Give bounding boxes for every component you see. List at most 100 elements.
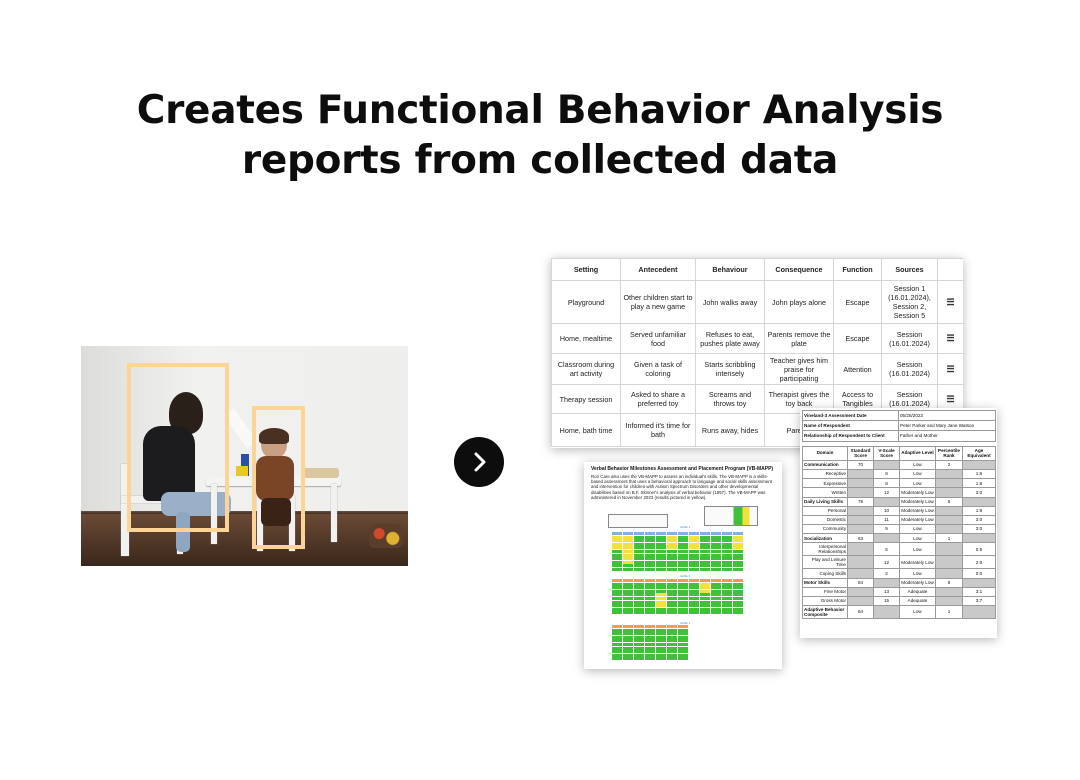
table-cell: Moderately Low (899, 496, 936, 507)
table-cell (962, 577, 996, 588)
table-cell: 11 (873, 514, 900, 526)
table-cell: Teacher gives him praise for participati… (764, 353, 834, 385)
vbmapp-column (634, 625, 644, 661)
column-header: Percentile Rank (935, 445, 963, 461)
column-header: Sources (881, 258, 938, 281)
table-cell: Communication (802, 459, 848, 470)
vbmapp-title: Verbal Behavior Milestones Assessment an… (591, 466, 774, 472)
vbmapp-column (678, 532, 688, 571)
table-cell: Screams and throws toy (695, 384, 765, 414)
table-cell: Given a task of coloring (620, 353, 696, 385)
fba-report-card: Setting Antecedent Behaviour Consequence… (551, 258, 963, 448)
vbmapp-column (623, 625, 633, 661)
vbmapp-column (667, 625, 677, 661)
vbmapp-column (645, 532, 655, 571)
table-cell: Low (899, 478, 936, 489)
vbmapp-column (645, 579, 655, 615)
table-cell: Classroom during art activity (551, 353, 621, 385)
vbmapp-legend-table (704, 506, 758, 526)
table-cell: Moderately Low (899, 505, 936, 516)
vbmapp-column (689, 579, 699, 615)
table-cell: Socialization (802, 533, 848, 544)
column-header: Standard Score (847, 445, 874, 461)
vbmapp-column (656, 532, 666, 571)
table-cell (847, 586, 874, 598)
table-cell (873, 496, 900, 507)
table-cell: 1:9 (962, 505, 996, 516)
table-cell: 8 (873, 468, 900, 480)
table-cell (935, 514, 963, 526)
table-cell: 3:1 (962, 586, 996, 598)
table-cell: Attention (833, 353, 882, 385)
table-cell (847, 524, 874, 535)
vbmapp-column (634, 579, 644, 615)
row-menu-icon[interactable]: ☰ (937, 280, 963, 324)
column-header: Function (833, 258, 882, 281)
meta-value: 05/25/2023 (898, 409, 996, 422)
child-detection-box (252, 406, 305, 549)
column-header: Behaviour (695, 258, 765, 281)
table-cell: 1:6 (962, 468, 996, 480)
table-cell: Asked to share a preferred toy (620, 384, 696, 414)
table-cell: Low (899, 459, 936, 470)
table-cell: Refuses to eat, pushes plate away (695, 323, 765, 354)
table-cell: 1:6 (962, 478, 996, 489)
table-cell: 75 (847, 496, 874, 507)
table-cell (962, 496, 996, 507)
table-cell: 12 (873, 555, 900, 570)
table-cell: 13 (873, 586, 900, 598)
meta-value: Peter Parker and Mary Jane Watson (898, 420, 996, 432)
vbmapp-level-3-grid (612, 532, 743, 571)
table-cell: Fine Motor (802, 586, 848, 598)
column-header: V-Scale Score (873, 445, 900, 461)
table-row: Home, mealtime Served unfamiliar food Re… (551, 323, 963, 354)
table-cell: 5 (935, 496, 963, 507)
table-cell (847, 468, 874, 480)
vbmapp-column (678, 625, 688, 661)
table-cell (847, 478, 874, 489)
table-cell: 0:5 (962, 542, 996, 557)
adult-detection-box (127, 363, 229, 532)
table-cell: Low (899, 605, 936, 620)
table-cell (873, 605, 900, 620)
table-cell (935, 505, 963, 516)
table-cell (935, 555, 963, 570)
table-cell: Daily Living Skills (802, 496, 848, 507)
column-header: Domain (802, 445, 848, 461)
table-cell: Other children start to play a new game (620, 280, 696, 324)
table-cell: 70 (847, 459, 874, 470)
table-cell (873, 533, 900, 544)
table-cell: Domestic (802, 514, 848, 526)
vbmapp-column (623, 579, 633, 615)
table-cell (847, 595, 874, 607)
vbmapp-column (656, 625, 666, 661)
table-cell: Low (899, 568, 936, 579)
vbmapp-description: Rori Care also uses the VB-MAPP to asses… (591, 474, 772, 500)
column-header (937, 258, 963, 281)
meta-value: Father and Mother (898, 430, 996, 442)
table-cell (935, 586, 963, 598)
vbmapp-column (612, 625, 622, 661)
table-cell (935, 542, 963, 557)
vbmapp-report-card: Verbal Behavior Milestones Assessment an… (584, 462, 782, 669)
observation-photo (81, 346, 408, 566)
vbmapp-column (689, 532, 699, 571)
table-cell: 5 (935, 577, 963, 588)
table-cell: Escape (833, 323, 882, 354)
fba-table: Setting Antecedent Behaviour Consequence… (551, 258, 963, 447)
row-menu-icon[interactable]: ☰ (937, 323, 963, 354)
next-button[interactable] (454, 437, 504, 487)
table-cell (935, 487, 963, 498)
table-cell (847, 555, 874, 570)
row-menu-icon[interactable]: ☰ (937, 353, 963, 385)
